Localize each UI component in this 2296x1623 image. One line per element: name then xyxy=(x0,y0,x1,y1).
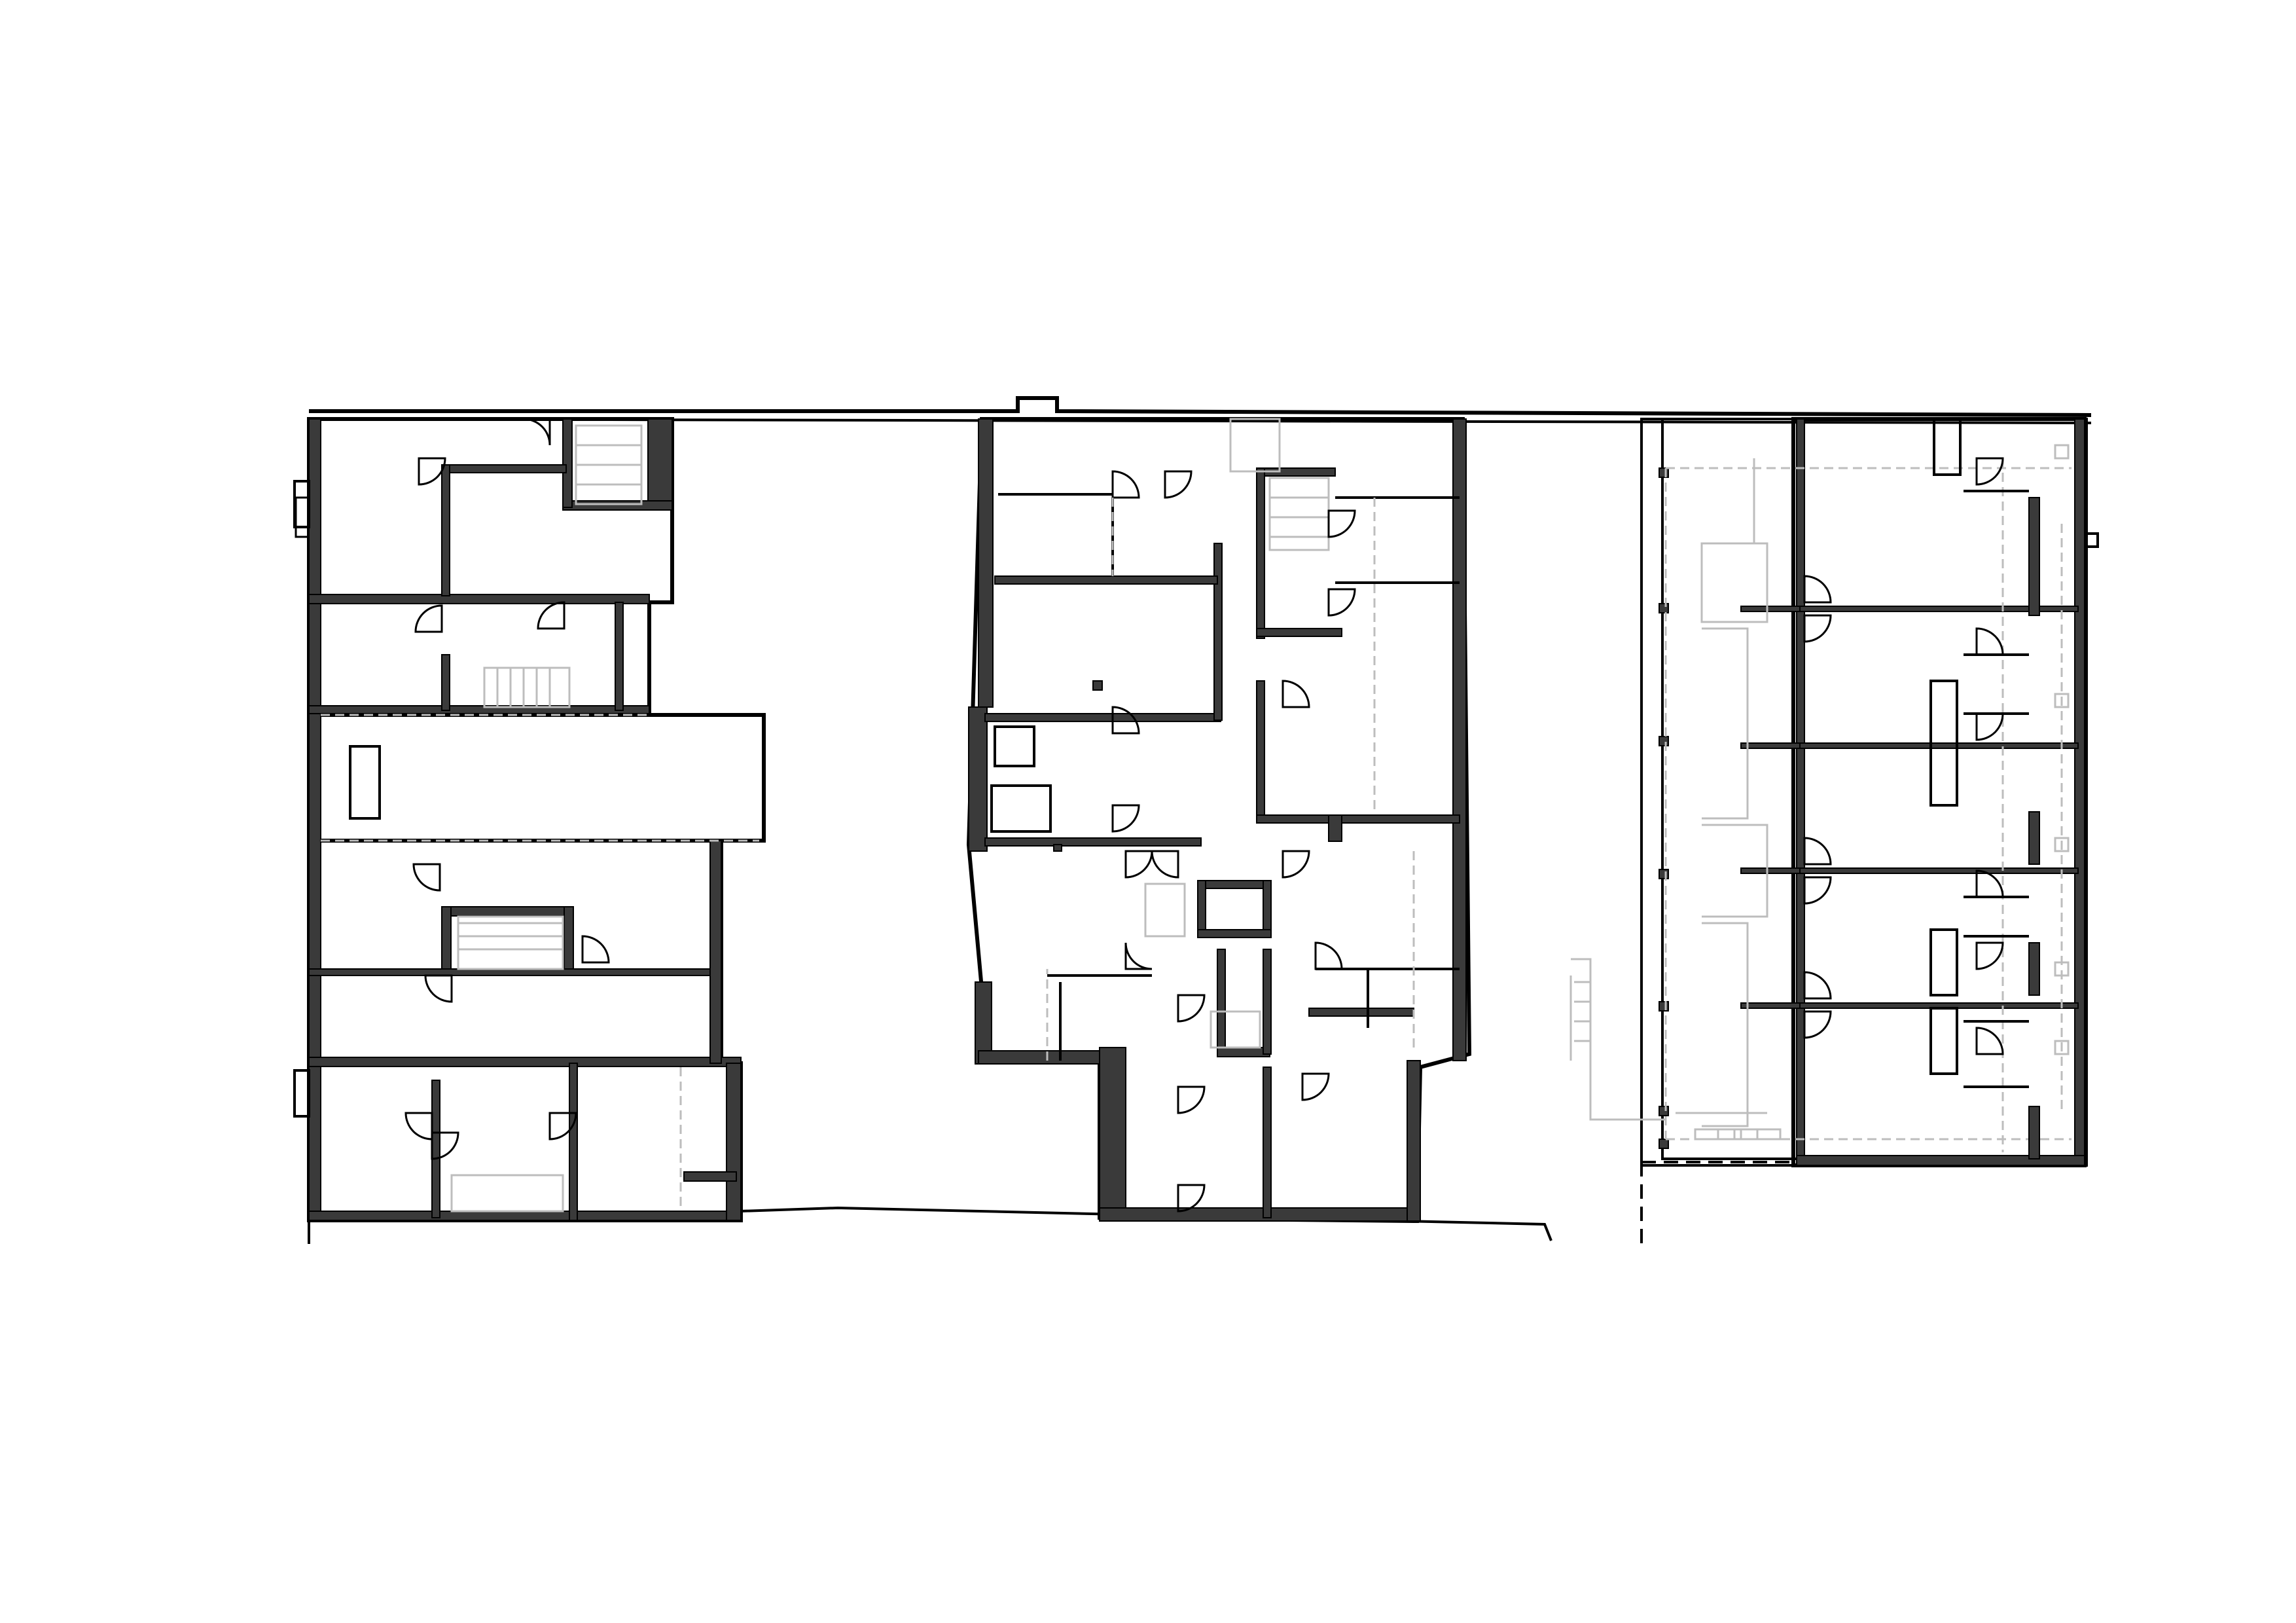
right-building xyxy=(1570,417,2099,1167)
stair xyxy=(1144,418,1330,1049)
service-cores xyxy=(2028,444,2070,1159)
middle-building xyxy=(966,417,1472,1224)
stair xyxy=(450,424,643,1213)
stair xyxy=(1929,418,1962,1075)
door-swings xyxy=(295,418,610,1160)
door-swings xyxy=(1111,470,1356,1213)
door-swings xyxy=(1803,457,2004,1055)
left-building xyxy=(293,417,766,1222)
